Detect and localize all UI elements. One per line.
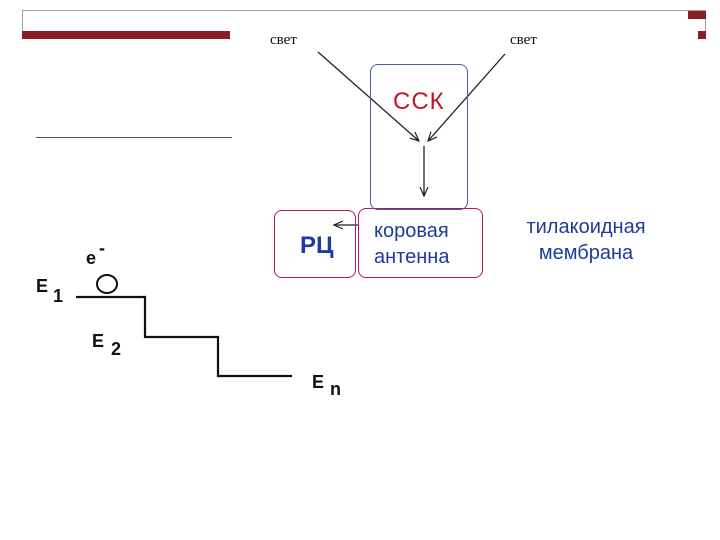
core-antenna-line1: коровая [374, 220, 449, 242]
electron-charge: - [99, 238, 105, 258]
divider-line [36, 137, 232, 138]
level-e2-label: E [92, 331, 105, 351]
level-e1-subscript: 1 [53, 286, 64, 306]
electron-label: e [86, 248, 97, 268]
reaction-center-box [274, 210, 356, 278]
core-antenna-line2: антенна [374, 246, 450, 268]
light-arrow-left [317, 51, 419, 141]
ssk-label: ССК [393, 88, 445, 115]
content-panel-top [230, 20, 698, 40]
level-en-subscript: n [330, 379, 341, 399]
light-label-left: свет [270, 32, 297, 48]
level-en-label: E [312, 372, 325, 392]
slide-corner-mark [688, 11, 706, 19]
ssk-complex-box [370, 64, 468, 210]
light-arrow-right [428, 53, 506, 141]
level-e2-subscript: 2 [111, 339, 122, 359]
membrane-label-line1: тилакоидная [526, 216, 646, 238]
light-label-right: свет [510, 32, 537, 48]
level-e1-label: E [36, 276, 49, 296]
electron-circle [96, 274, 118, 294]
reaction-center-label: РЦ [300, 232, 334, 259]
membrane-label-line2: мембрана [538, 242, 634, 264]
core-antenna-box [358, 208, 483, 278]
energy-staircase [76, 295, 292, 378]
